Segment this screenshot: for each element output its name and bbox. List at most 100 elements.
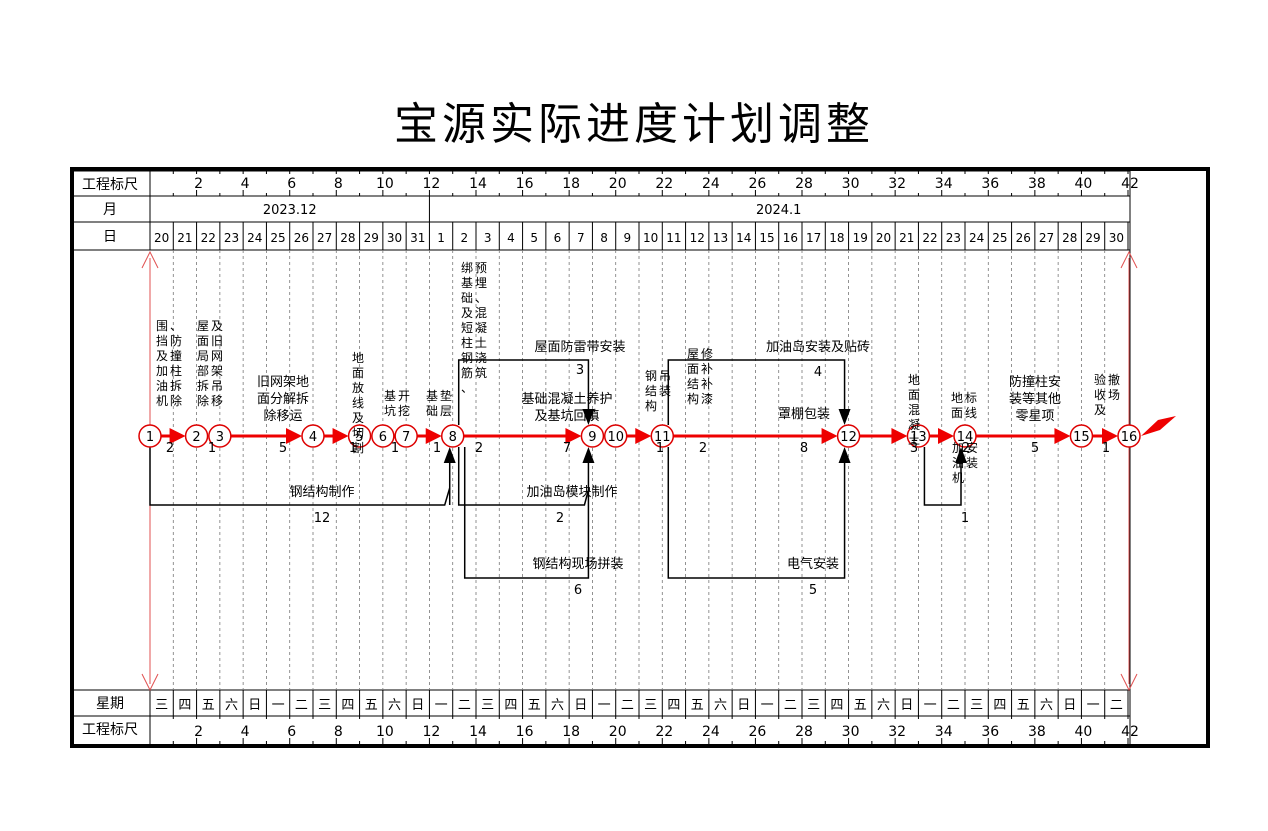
- ruler-tick-label: 16: [516, 176, 534, 192]
- ruler-tick-label: 38: [1028, 176, 1046, 192]
- ruler-tick-label: 10: [376, 176, 394, 192]
- activity-duration: 1: [961, 511, 969, 526]
- activity-name-char: 筑: [475, 365, 487, 380]
- activity-duration: 5: [1031, 441, 1039, 456]
- path-onsite-assembly: [463, 447, 590, 579]
- activity-name-char: 混: [475, 306, 487, 320]
- activity-name-char: 油: [156, 379, 168, 393]
- event-node-circle: [603, 424, 628, 448]
- activity-name-char: 础: [461, 291, 473, 305]
- activity-name-char: 、: [170, 319, 182, 333]
- weekday-cell: 六: [714, 698, 727, 713]
- activity-name-char: 架: [211, 364, 223, 378]
- critical-arrowhead: [425, 428, 442, 444]
- activity-name-char: 切: [352, 426, 364, 440]
- activity-name: 及基坑回填: [534, 409, 599, 424]
- activity-name: 零星项: [1015, 409, 1054, 424]
- activity-name-char: 构: [687, 391, 699, 406]
- activity-name-char: 围: [156, 319, 168, 333]
- activity-name-char: 层: [440, 404, 452, 418]
- day-cell: 29: [364, 231, 379, 245]
- activity-name-char: 土: [908, 433, 920, 447]
- event-node-number: 1: [146, 430, 154, 445]
- activity-name-char: 面: [197, 334, 209, 348]
- weekday-cell: 日: [737, 698, 750, 713]
- weekday-cell: 五: [691, 698, 704, 713]
- weekday-cell: 二: [458, 698, 471, 713]
- weekday-cell: 一: [435, 698, 448, 713]
- weekday-cell: 五: [202, 698, 215, 713]
- event-node-number: 8: [449, 430, 457, 445]
- day-cell: 15: [759, 231, 774, 245]
- ruler-tick-label: 20: [609, 724, 627, 740]
- day-cell: 23: [224, 231, 239, 245]
- activity-name-char: 机: [952, 471, 964, 485]
- event-node-number: 3: [216, 430, 224, 445]
- ruler-tick-label: 6: [287, 724, 296, 740]
- activity-name-char: 柱: [461, 335, 473, 350]
- ruler-tick-label: 4: [241, 724, 250, 740]
- ruler-tick-label: 32: [888, 176, 906, 192]
- ruler-tick-label: 12: [423, 724, 441, 740]
- activity-name-char: 验: [1094, 372, 1106, 387]
- activity-duration: 2: [699, 441, 707, 456]
- weekday-cell: 一: [272, 698, 285, 713]
- activity-name-char: 局: [197, 349, 209, 363]
- activity-name-char: 及: [1094, 403, 1106, 417]
- activity-name-char: 屋: [197, 319, 209, 333]
- activity-name-char: 油: [952, 456, 964, 470]
- weekday-cell: 二: [295, 698, 308, 713]
- day-cell: 24: [247, 231, 262, 245]
- activity-name: 基础混凝土养护: [521, 391, 612, 407]
- ruler-tick-label: 6: [287, 176, 296, 192]
- event-node-4: 4: [301, 424, 325, 448]
- activity-name-char: 结: [645, 384, 657, 398]
- weekday-cell: 三: [644, 698, 657, 713]
- activity-name-char: 及: [211, 319, 223, 333]
- activity-name-char: 、: [461, 381, 473, 395]
- event-node-number: 4: [309, 430, 317, 445]
- event-node-1: 1: [138, 424, 162, 448]
- day-cell: 1: [437, 231, 445, 245]
- event-node-circle: [580, 424, 605, 448]
- day-cell: 27: [1039, 231, 1054, 245]
- ruler-tick-label: 34: [935, 176, 953, 192]
- sub-arrowhead: [955, 447, 967, 463]
- weekday-cell: 二: [947, 698, 960, 713]
- activity-labels: 围挡及加油机、防撞柱拆除2屋面局部拆除及旧网架吊移1旧网架地面分解拆除移运5地面…: [156, 261, 1120, 598]
- sub-arrowhead: [838, 447, 851, 463]
- event-node-number: 6: [379, 430, 387, 445]
- activity-name-char: 、: [475, 291, 487, 305]
- day-cell: 31: [410, 231, 425, 245]
- ruler-tick-label: 34: [935, 724, 953, 740]
- activity-name: 罩棚包装: [778, 407, 830, 422]
- event-node-circle: [301, 424, 325, 448]
- activity-duration: 3: [910, 441, 918, 456]
- activity-name-char: 部: [197, 363, 209, 378]
- event-node-circle: [953, 424, 977, 448]
- activity-name: 电气安装: [787, 556, 839, 572]
- activity-name-char: 网: [211, 349, 223, 363]
- activity-duration: 12: [314, 511, 331, 526]
- boundary-arrow-down: [141, 673, 159, 692]
- path-roof-lightning: [457, 359, 590, 425]
- activity-duration: 1: [349, 441, 357, 456]
- month-label: 月: [103, 202, 117, 218]
- activity-name-char: 面: [687, 362, 699, 376]
- event-node-number: 10: [607, 430, 624, 445]
- ruler-tick-label: 28: [795, 724, 813, 740]
- event-node-circle: [440, 424, 465, 448]
- day-cell: 5: [530, 231, 538, 245]
- ruler-tick-label: 42: [1121, 176, 1139, 192]
- weekday-cell: 三: [807, 698, 820, 713]
- event-node-number: 5: [355, 430, 363, 445]
- activity-name-char: 预: [475, 261, 487, 275]
- weekday-cell: 日: [900, 698, 913, 713]
- critical-arrowhead: [1054, 428, 1071, 444]
